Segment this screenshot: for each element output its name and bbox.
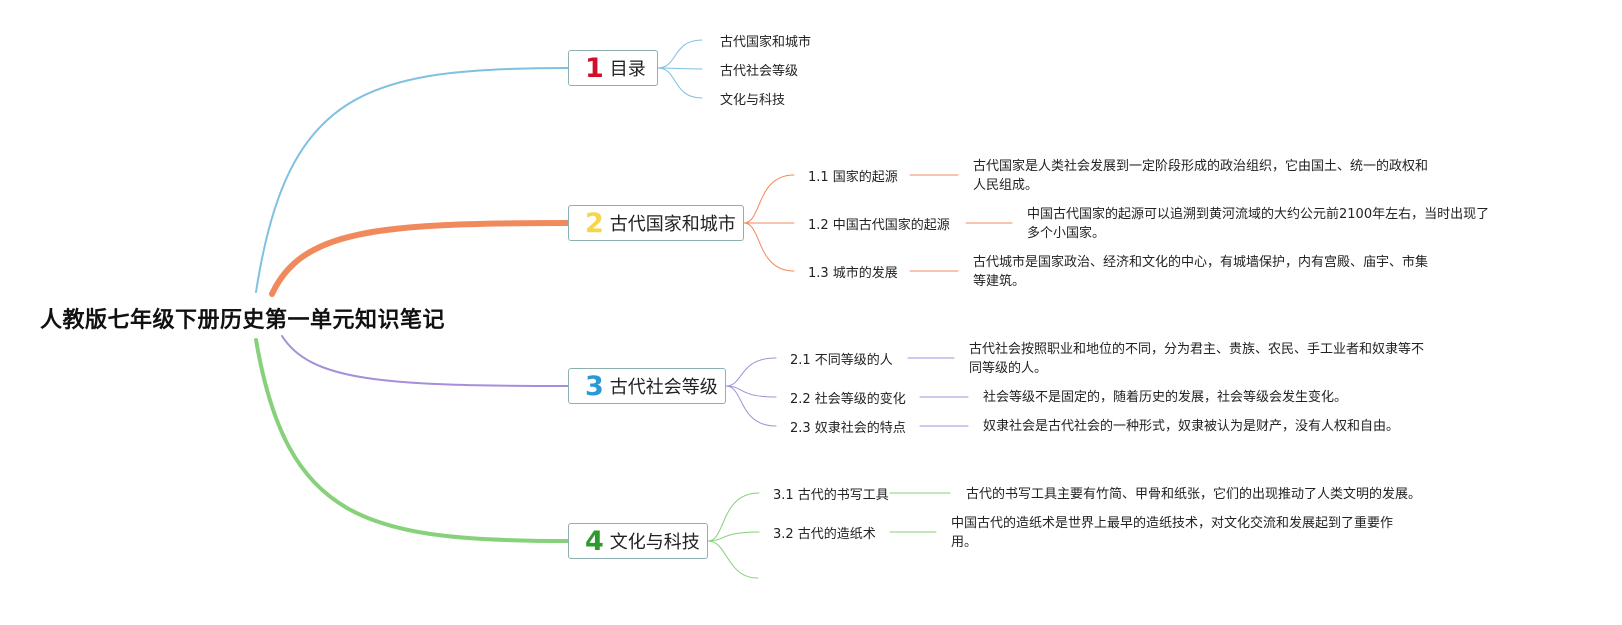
detail-line: 用。 xyxy=(951,535,978,550)
detail-text: 奴隶社会是古代社会的一种形式，奴隶被认为是财产，没有人权和自由。 xyxy=(983,417,1399,436)
leaf-item[interactable]: 文化与科技 xyxy=(720,93,786,108)
topic-number: 2 xyxy=(585,207,604,239)
detail-line: 奴隶社会是古代社会的一种形式，奴隶被认为是财产，没有人权和自由。 xyxy=(983,419,1400,434)
topic-number: 4 xyxy=(585,525,604,557)
leaf-connector xyxy=(657,67,703,99)
detail-line: 中国古代的造纸术是世界上最早的造纸技术，对文化交流和发展起到了重要作 xyxy=(951,516,1394,531)
branch-connector xyxy=(255,67,569,293)
leaf-item[interactable]: 古代社会等级 xyxy=(720,64,799,79)
topic-number: 1 xyxy=(585,52,604,84)
detail-line: 古代国家是人类社会发展到一定阶段形成的政治组织，它由国土、统一的政权和 xyxy=(973,159,1429,174)
sub-topic[interactable]: 1.2 中国古代国家的起源 xyxy=(808,218,950,233)
sub-topic[interactable]: 1.3 城市的发展 xyxy=(808,266,898,281)
sub-connector xyxy=(743,174,795,224)
detail-line: 等建筑。 xyxy=(973,274,1026,289)
sub-connector xyxy=(725,385,777,398)
sub-connector xyxy=(707,531,760,542)
root-topic[interactable]: 人教版七年级下册历史第一单元知识笔记 xyxy=(40,308,446,333)
sub-topic[interactable]: 1.1 国家的起源 xyxy=(808,170,898,185)
detail-line: 社会等级不是固定的，随着历史的发展，社会等级会发生变化。 xyxy=(983,390,1348,405)
detail-line: 多个小国家。 xyxy=(1027,226,1106,241)
sub-topic[interactable]: 2.1 不同等级的人 xyxy=(790,353,893,368)
detail-text: 中国古代国家的起源可以追溯到黄河流域的大约公元前2100年左右，当时出现了多个小… xyxy=(1027,205,1489,243)
sub-connector xyxy=(707,492,760,542)
leaf-connector xyxy=(657,67,703,70)
sub-topic[interactable]: 3.1 古代的书写工具 xyxy=(773,488,889,503)
topic-label: 文化与科技 xyxy=(609,532,700,553)
detail-text: 中国古代的造纸术是世界上最早的造纸技术，对文化交流和发展起到了重要作用。 xyxy=(951,514,1393,552)
detail-line: 古代的书写工具主要有竹简、甲骨和纸张，它们的出现推动了人类文明的发展。 xyxy=(966,487,1422,502)
leaf-connector xyxy=(657,39,703,69)
sub-topic[interactable]: 2.2 社会等级的变化 xyxy=(790,392,906,407)
branch-connector xyxy=(281,335,569,387)
detail-line: 中国古代国家的起源可以追溯到黄河流域的大约公元前2100年左右，当时出现了 xyxy=(1027,207,1490,222)
sub-connector xyxy=(743,222,795,272)
detail-line: 古代社会按照职业和地位的不同，分为君主、贵族、农民、手工业者和奴隶等不 xyxy=(969,342,1425,357)
branch-connector xyxy=(254,338,570,543)
leaf-item[interactable]: 古代国家和城市 xyxy=(720,35,812,50)
detail-text: 古代的书写工具主要有竹简、甲骨和纸张，它们的出现推动了人类文明的发展。 xyxy=(966,485,1421,504)
detail-text: 古代国家是人类社会发展到一定阶段形成的政治组织，它由国土、统一的政权和人民组成。 xyxy=(973,157,1428,195)
topic-label: 目录 xyxy=(609,59,646,80)
topic-label: 古代社会等级 xyxy=(609,377,718,398)
detail-line: 古代城市是国家政治、经济和文化的中心，有城墙保护，内有宫殿、庙宇、市集 xyxy=(973,255,1429,270)
detail-text: 古代社会按照职业和地位的不同，分为君主、贵族、农民、手工业者和奴隶等不同等级的人… xyxy=(969,340,1424,378)
sub-topic[interactable]: 2.3 奴隶社会的特点 xyxy=(790,421,906,436)
detail-line: 同等级的人。 xyxy=(969,361,1048,376)
branch-connector xyxy=(269,220,571,297)
topic-number: 3 xyxy=(585,370,604,402)
sub-connector-stub xyxy=(707,540,759,579)
detail-text: 古代城市是国家政治、经济和文化的中心，有城墙保护，内有宫殿、庙宇、市集等建筑。 xyxy=(973,253,1428,291)
detail-text: 社会等级不是固定的，随着历史的发展，社会等级会发生变化。 xyxy=(983,388,1347,407)
sub-connector xyxy=(725,385,777,427)
detail-line: 人民组成。 xyxy=(973,178,1039,193)
sub-connector xyxy=(725,357,777,387)
topic-label: 古代国家和城市 xyxy=(609,214,736,235)
sub-topic[interactable]: 3.2 古代的造纸术 xyxy=(773,527,876,542)
